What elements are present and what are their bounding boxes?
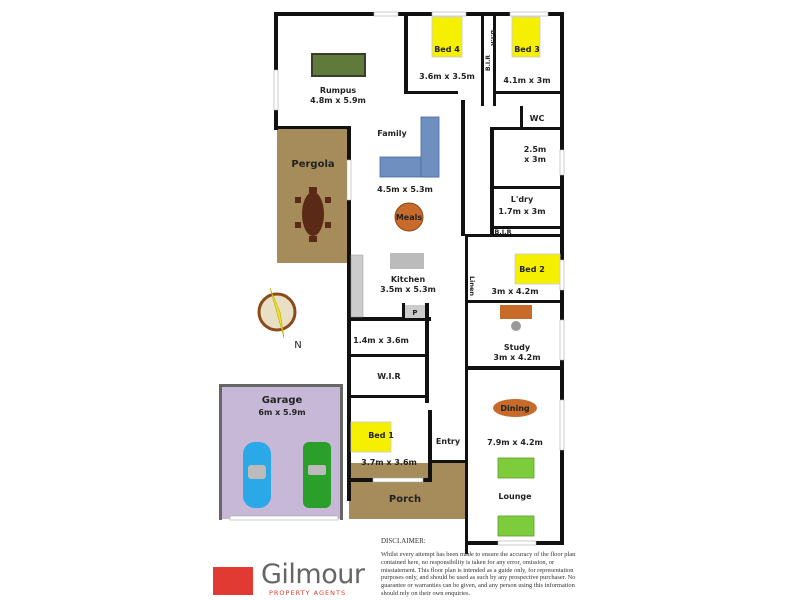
porch-label: Porch <box>389 494 421 505</box>
blue-car <box>243 442 271 508</box>
bed4-label: Bed 4 <box>434 45 460 54</box>
study-chair <box>511 321 521 331</box>
pantry-box <box>405 305 425 318</box>
garage-walls <box>219 384 343 520</box>
wc-label: WC <box>530 114 545 123</box>
study-size: 3m x 4.2m <box>493 353 540 362</box>
kitchen-label: Kitchen <box>391 275 426 284</box>
family-sofa <box>379 116 440 178</box>
bed2-size: 3m x 4.2m <box>491 287 538 296</box>
garage-door <box>229 515 339 521</box>
bir-top-label: B.I.R <box>489 30 496 46</box>
pergola-label: Pergola <box>291 159 334 170</box>
beds <box>350 16 561 453</box>
laundry-label: L'dry <box>511 195 534 204</box>
compass-icon <box>257 287 297 339</box>
logo-tagline: PROPERTY AGENTS <box>269 589 347 597</box>
lounge-dining-size: 7.9m x 4.2m <box>487 438 543 447</box>
dining-table <box>493 399 537 417</box>
bed1-label: Bed 1 <box>368 431 394 440</box>
kitchen-size: 3.5m x 5.3m <box>380 285 436 294</box>
laundry-size: 1.7m x 3m <box>498 207 545 216</box>
gilmour-logo: Gilmour PROPERTY AGENTS <box>213 559 365 599</box>
windows <box>273 11 565 546</box>
pool-table <box>311 53 366 77</box>
bed2-label: Bed 2 <box>519 265 545 274</box>
study-desk <box>500 305 532 319</box>
family-label: Family <box>377 129 407 138</box>
garage-label: Garage <box>262 395 303 406</box>
bed3-label: Bed 3 <box>514 45 540 54</box>
family-size: 4.5m x 5.3m <box>377 185 433 194</box>
bir-laundry-label: B.I.R <box>494 228 511 236</box>
disclaimer: DISCLAIMER: Whilst every attempt has bee… <box>381 537 576 598</box>
study-label: Study <box>504 343 531 352</box>
pergola-table <box>295 187 331 242</box>
kitchen-bench <box>350 254 364 318</box>
bed4-size: 3.6m x 3.5m <box>419 72 475 81</box>
entry-label: Entry <box>436 437 461 446</box>
bir-mid-label: B.I.R <box>485 55 492 71</box>
bathroom-size-2: x 3m <box>524 155 546 164</box>
green-car <box>303 442 331 508</box>
garage-size: 6m x 5.9m <box>258 408 305 417</box>
bed1-size: 3.7m x 3.6m <box>361 458 417 467</box>
lounge-sofas <box>497 457 535 537</box>
lounge-label: Lounge <box>498 492 532 501</box>
porch-area <box>349 463 467 519</box>
kitchen-island <box>390 253 424 269</box>
rumpus-label: Rumpus <box>320 86 357 95</box>
wir-label: W.I.R <box>377 372 400 381</box>
linen-label: Linen <box>468 276 476 296</box>
logo-name: Gilmour <box>261 559 365 590</box>
disclaimer-text: Whilst every attempt has been made to en… <box>381 551 576 597</box>
logo-red-square <box>213 567 253 595</box>
ensuite-size: 1.4m x 3.6m <box>353 336 409 345</box>
compass-north-label: N <box>294 340 301 351</box>
bed3-size: 4.1m x 3m <box>503 76 550 85</box>
rumpus-size: 4.8m x 5.9m <box>310 96 366 105</box>
pantry-label: P <box>412 309 417 317</box>
dining-label: Dining <box>500 404 530 413</box>
meals-label: Meals <box>396 213 423 222</box>
meals-table <box>394 202 424 232</box>
disclaimer-heading: DISCLAIMER: <box>381 537 426 545</box>
bathroom-size-1: 2.5m <box>524 145 547 154</box>
